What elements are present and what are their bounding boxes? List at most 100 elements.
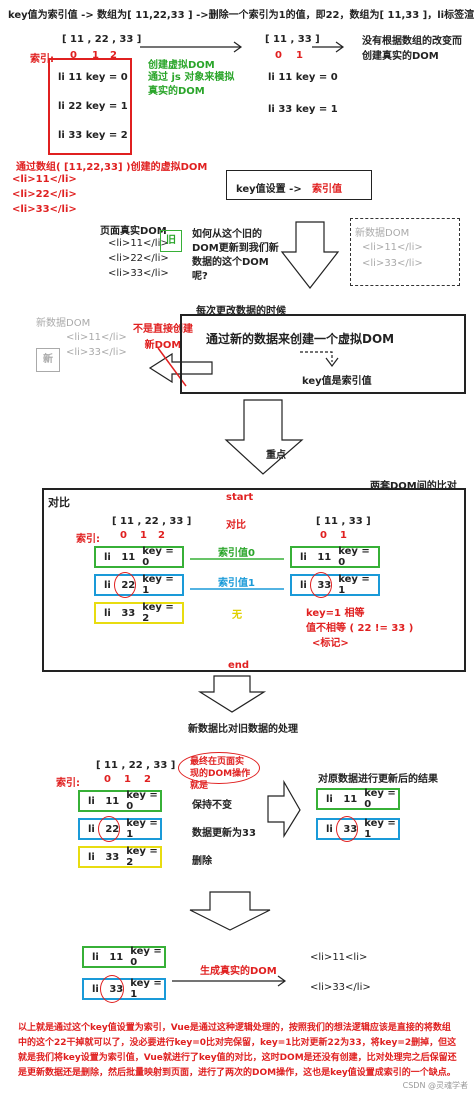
row-value: 33: [121, 607, 136, 619]
highlight-circle: [310, 572, 332, 598]
row-value: 11: [343, 793, 358, 805]
highlight-circle: [98, 816, 120, 842]
arrow-down-icon: [280, 221, 340, 289]
not-direct-label: 不是直接创建新DOM: [133, 324, 193, 351]
compare-title: 对比: [48, 496, 70, 509]
old-row-1: li 22 key = 1: [94, 574, 184, 596]
index-1: 1: [124, 774, 131, 785]
row-key: key = 0: [130, 946, 162, 968]
row-key: key = 2: [126, 846, 158, 868]
new-vdom-row: li 33 key = 1: [268, 104, 338, 115]
row-li: li: [88, 851, 95, 863]
row-key: key = 1: [130, 978, 162, 1000]
index-0: 0: [120, 530, 127, 541]
compare-box: [42, 488, 466, 672]
start-label: start: [226, 492, 254, 503]
row-li: li: [92, 983, 99, 995]
row-key: key = 1: [142, 574, 174, 596]
arrow-line-green: [190, 558, 284, 560]
create-vdom-label: 创建虚拟DOM: [148, 60, 215, 71]
old-row-2: li 33 key = 2: [94, 602, 184, 624]
index-1: 1: [92, 50, 99, 61]
highlight-circle: [336, 816, 358, 842]
row-key: key = 1: [364, 818, 396, 840]
key-point-label: 重点: [266, 450, 286, 461]
every-change-label: 每次更改数据的时候: [196, 306, 286, 317]
new-tag: 新: [36, 348, 60, 372]
result-row-0: li 11 key = 0: [316, 788, 400, 810]
new-dom-item: <li>33</li>: [362, 258, 423, 269]
row-key: key = 0: [338, 546, 370, 568]
row-li: li: [104, 551, 111, 563]
index-0: 0: [70, 50, 77, 61]
row-key: key = 1: [126, 818, 158, 840]
old-vdom-row: li 11 key = 0: [58, 72, 128, 83]
arrow-line-blue: [190, 588, 284, 590]
final-row-1: li 33 key = 1: [82, 978, 166, 1000]
old-vdom-row: li 22 key = 1: [58, 101, 128, 112]
no-real-dom-note: 没有根据数组的改变而创建真实的DOM: [362, 36, 462, 62]
arrow-right-icon: [267, 779, 301, 839]
new-dom-label: 新数据DOM: [36, 318, 91, 329]
delete-label: 删除: [192, 856, 212, 867]
row-key: key = 0: [364, 788, 396, 810]
row-key: key = 0: [142, 546, 174, 568]
array-new: [ 11 , 33 ]: [316, 516, 371, 527]
real-dom-item: <li>22</li>: [108, 253, 169, 264]
key-equal-note: key=1 相等: [306, 608, 365, 619]
old-vdom-box: [48, 58, 132, 155]
row-li: li: [92, 951, 99, 963]
array-old: [ 11 , 22 , 33 ]: [62, 34, 142, 45]
vdom-create-box: [180, 314, 466, 394]
final-li-item: <li>11<li>: [310, 952, 368, 963]
real-dom-item: <li>11</li>: [108, 238, 169, 249]
key-setting-label: key值设置 ->: [236, 184, 302, 195]
index-2: 2: [144, 774, 151, 785]
row-value: 11: [121, 551, 136, 563]
index-0: 0: [320, 530, 327, 541]
row-li: li: [326, 793, 333, 805]
key-is-index: key值是索引值: [302, 376, 372, 387]
final-ops-ellipse: [178, 752, 260, 784]
row-value: 11: [105, 795, 120, 807]
array-old: [ 11 , 22 , 33 ]: [112, 516, 192, 527]
final-li-item: <li>33</li>: [310, 982, 371, 993]
old-tag: 旧: [160, 230, 182, 252]
process-row-0: li 11 key = 0: [78, 790, 162, 812]
row-li: li: [104, 607, 111, 619]
simulate-label: 通过 js 对象来模拟真实的DOM: [148, 72, 235, 97]
final-ops-label: 最终在页面实现的DOM操作就是: [190, 757, 251, 791]
index-label: 索引:: [30, 54, 54, 65]
watermark: CSDN @灵魂学者: [402, 1081, 468, 1090]
end-label: end: [228, 660, 250, 671]
row-value: 11: [317, 551, 332, 563]
page-title: key值为索引值 -> 数组为[ 11,22,33 ] ->删除一个索引为1的值…: [8, 10, 474, 21]
mark-note: <标记>: [312, 638, 349, 649]
row-key: key = 2: [142, 602, 174, 624]
row-key: key = 1: [338, 574, 370, 596]
generate-real-dom-label: 生成真实的DOM: [200, 966, 277, 977]
arrow-right-icon: [140, 41, 243, 53]
value-unequal-note: 值不相等 ( 22 != 33 ): [306, 623, 414, 634]
index-2: 2: [110, 50, 117, 61]
result-label: 对原数据进行更新后的结果: [318, 774, 438, 785]
index-1: 1: [296, 50, 303, 61]
row-li: li: [326, 823, 333, 835]
row-li: li: [300, 579, 307, 591]
duibi-label: 对比: [226, 520, 246, 531]
create-vdom-by-new: 通过新的数据来创建一个虚拟DOM: [206, 332, 395, 346]
index-0: 0: [104, 774, 111, 785]
dashed-arrow-icon: [300, 351, 339, 367]
key-setting-box: [226, 170, 372, 200]
process-title: 新数据比对旧数据的处理: [188, 724, 298, 735]
idx0-label: 索引值0: [218, 548, 255, 559]
array-old: [ 11 , 22 , 33 ]: [96, 760, 176, 771]
highlight-circle: [114, 572, 136, 598]
array-new: [ 11 , 33 ]: [265, 34, 320, 45]
arrow-down-icon: [197, 675, 267, 713]
highlight-circle: [100, 975, 124, 1003]
row-key: key = 0: [126, 790, 158, 812]
index-label: 索引:: [76, 534, 100, 545]
li-item: <li>22</li>: [12, 189, 77, 200]
update-label: 数据更新为33: [192, 828, 256, 839]
